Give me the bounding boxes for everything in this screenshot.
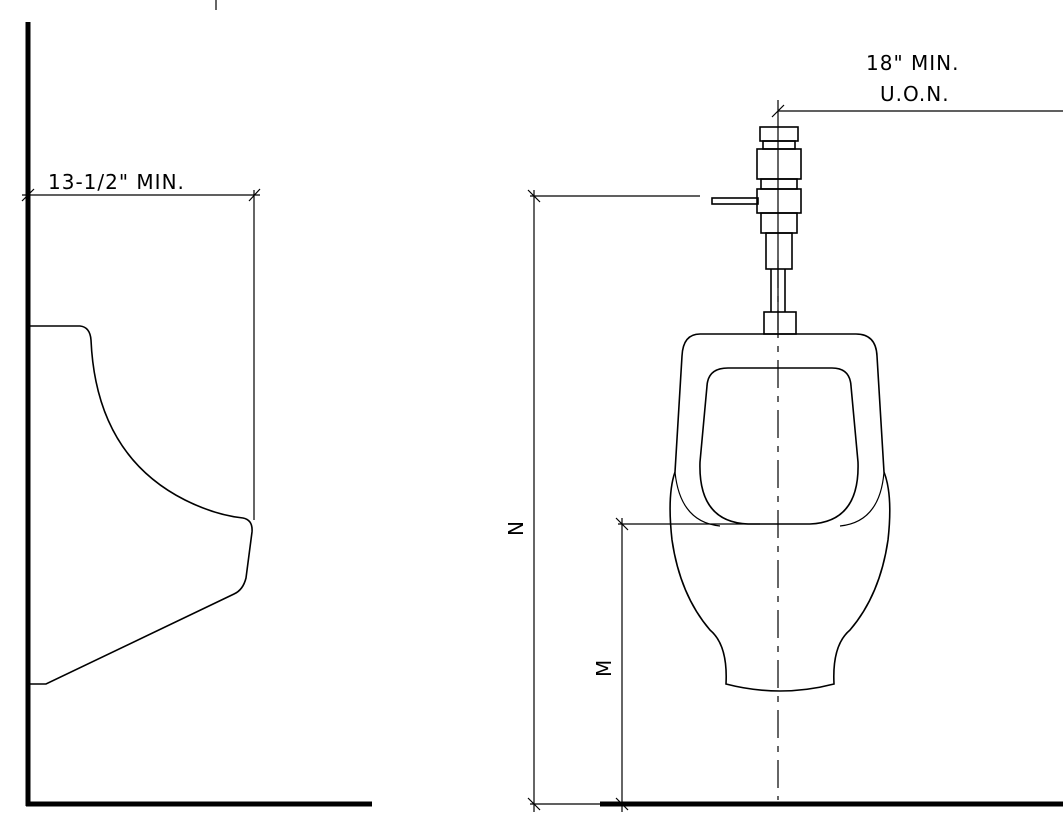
flush-valve: [711, 126, 802, 335]
rim-height-label: M: [592, 660, 616, 677]
rim-height-tick-top: [615, 517, 629, 531]
overall-height-label: N: [504, 521, 528, 536]
side-clearance-tick-right: [248, 188, 261, 202]
rim-height-tick-bottom: [615, 797, 629, 811]
front-view: 18" MIN. U.O.N. N: [504, 51, 1063, 812]
wall-clearance-label-line2: U.O.N.: [880, 82, 950, 106]
urinal-bowl-outer: [669, 333, 891, 692]
overall-height-tick-top: [527, 189, 541, 203]
flush-handle: [711, 197, 759, 205]
wall-clearance-tick: [771, 104, 785, 118]
side-clearance-tick-left: [21, 188, 35, 202]
side-clearance-label: 13-1/2" MIN.: [48, 170, 185, 194]
urinal-side-profile: [30, 325, 253, 685]
overall-height-tick-bottom: [527, 797, 541, 811]
side-view: 13-1/2" MIN.: [21, 0, 372, 807]
wall-clearance-label-line1: 18" MIN.: [866, 51, 959, 75]
urinal-rim-opening: [699, 367, 859, 525]
urinal-rim-lower: [674, 471, 885, 527]
